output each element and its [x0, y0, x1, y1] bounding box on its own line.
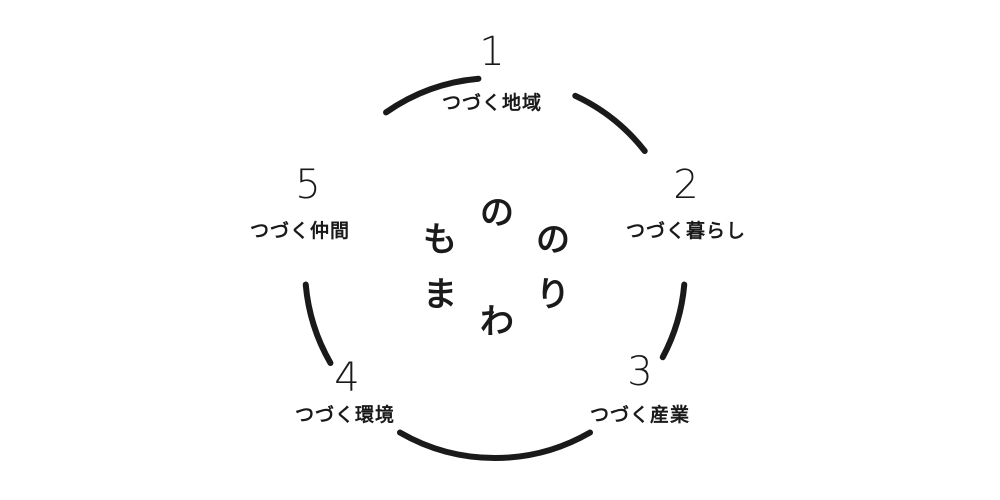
cycle-arc [397, 429, 593, 461]
item-number: 1 [479, 29, 505, 75]
item-label: つづく仲間 [249, 220, 351, 242]
center-char: り [536, 275, 570, 315]
item-label: つづく暮らし [625, 220, 747, 242]
center-char: ま [423, 275, 457, 315]
item-label: つづく産業 [589, 404, 691, 426]
center-char: の [536, 220, 570, 260]
cycle-arc [572, 92, 648, 155]
item-number: 3 [627, 349, 653, 395]
item-label: つづく地域 [441, 92, 543, 114]
item-label: つづく環境 [294, 404, 396, 426]
cycle-arc [302, 281, 334, 366]
cycle-arc [659, 281, 688, 361]
cycle-arc [383, 75, 482, 116]
center-char: の [480, 193, 514, 233]
center-char: わ [480, 302, 514, 342]
item-number: 2 [673, 162, 699, 208]
item-number: 5 [295, 162, 321, 208]
center-char: も [423, 220, 457, 260]
item-number: 4 [334, 355, 360, 401]
